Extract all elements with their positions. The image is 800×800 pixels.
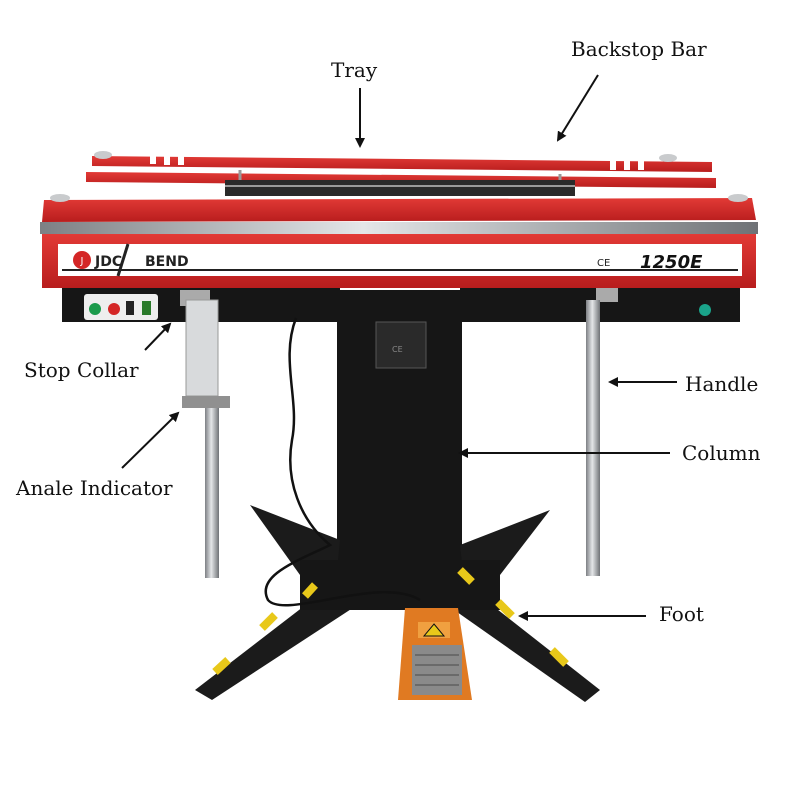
stop-button	[108, 303, 120, 315]
foot-pedal	[398, 608, 472, 700]
column	[337, 290, 462, 590]
callout-column: Column	[682, 441, 761, 465]
callout-stop-collar: Stop Collar	[24, 358, 139, 382]
stop-collar	[182, 396, 230, 408]
callout-angle-indicator: Anale Indicator	[16, 476, 173, 500]
brand-left-text: JDC	[94, 254, 122, 270]
model-label: 1250E	[640, 252, 703, 273]
top-plate	[42, 194, 756, 222]
start-button	[89, 303, 101, 315]
cert-mark: CE	[597, 258, 610, 269]
plate-mark: CE	[392, 345, 403, 354]
callout-tray: Tray	[331, 58, 378, 82]
clamp-beam	[40, 222, 758, 234]
svg-text:J: J	[80, 256, 84, 267]
callout-backstop-bar: Backstop Bar	[571, 37, 707, 61]
callout-arrows	[121, 74, 677, 621]
foot	[195, 505, 600, 702]
brand-right-text: BEND	[145, 254, 189, 270]
left-handle-assembly	[180, 290, 230, 578]
support-rails	[225, 180, 575, 196]
front-panel: J	[42, 234, 756, 288]
right-handle	[586, 288, 618, 576]
backstop-bar	[92, 151, 712, 172]
callout-handle: Handle	[685, 372, 759, 396]
callout-foot: Foot	[659, 602, 704, 626]
angle-indicator-guard	[185, 299, 219, 397]
power-cable	[264, 317, 421, 607]
